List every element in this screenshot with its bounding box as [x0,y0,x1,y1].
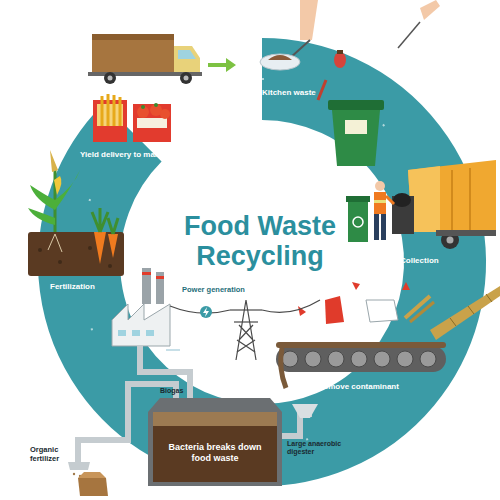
anaerobic-digester [78,384,318,486]
lightning-icon [200,306,212,318]
fertilizer-bag [68,462,108,496]
stage-label: Fertilization [50,282,95,291]
power-plant [112,268,190,400]
stage-label: Collection [400,256,439,265]
part-label: Organic fertilizer [30,446,78,463]
kitchen-waste [260,0,440,100]
garbage-truck [392,160,496,249]
worker [374,181,394,240]
digester-body: Bacteria breaks down food waste [156,428,274,478]
produce-crates [93,94,171,142]
part-label: Biogas [160,387,183,395]
conveyor-belt [276,282,500,388]
part-label: Large anaerobic digester [287,440,357,456]
stage-label: Kitchen waste [262,88,316,97]
ring-divider [79,79,445,445]
green-bin [328,100,384,166]
waste-bin [346,196,370,242]
power-pylon [170,300,320,360]
stage-label: Power generation [182,286,245,295]
stage-label: Yield delivery to market [80,150,170,159]
node-text: Bacteria breaks down food waste [162,442,268,464]
diagram-title: Food Waste Recycling [165,212,355,271]
flow-arrow [208,58,236,72]
delivery-truck [88,34,202,84]
cycle-ring [79,79,445,445]
stage-label: Remove contaminant [318,382,399,391]
crop-plants [28,150,124,276]
